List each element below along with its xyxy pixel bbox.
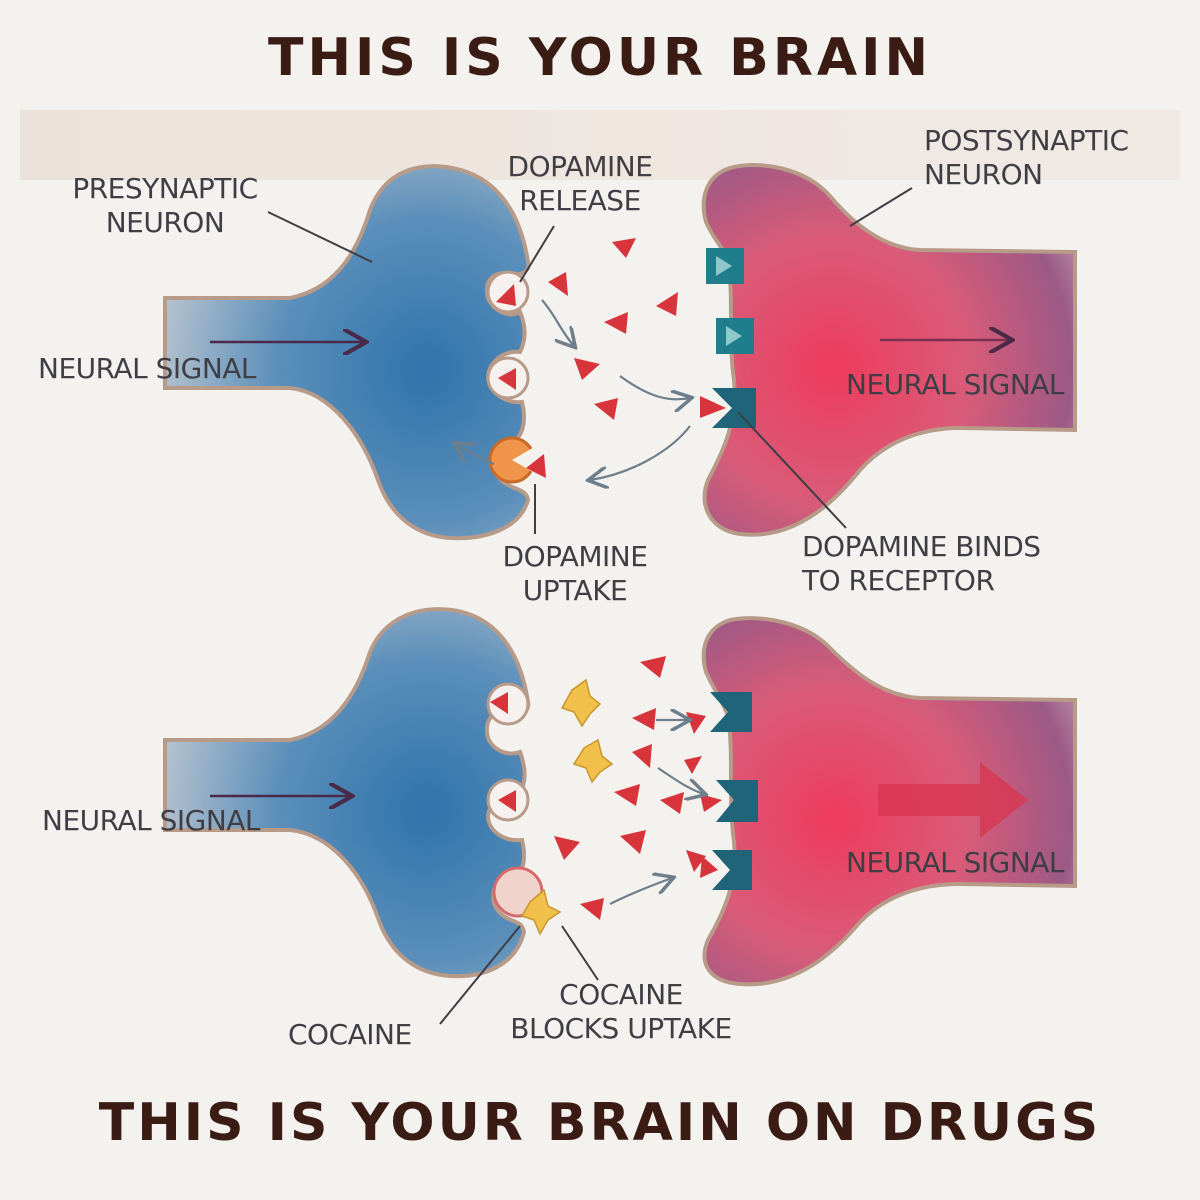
flow-arrows [456,299,690,480]
dopamine-binds-label: DOPAMINE BINDS TO RECEPTOR [802,530,1041,597]
cocaine-label: COCAINE [288,1018,412,1051]
bottom-heading: THIS IS YOUR BRAIN ON DRUGS [98,1093,1102,1153]
dopamine-molecules [496,238,678,478]
bottom-synapse [163,607,1077,1025]
signal-arrows [210,340,1010,342]
top-synapse [163,163,1077,541]
cocaine-blocks-uptake-label: COCAINE BLOCKS UPTAKE [510,978,732,1045]
neural-signal-label-bottom-left: NEURAL SIGNAL [42,804,261,837]
receptor-bound [716,780,758,822]
receptor-bound [710,692,752,732]
neural-signal-label-top-right: NEURAL SIGNAL [846,368,1065,401]
receptor-bound [712,850,752,890]
strong-signal-arrow [878,762,1028,838]
receptor-bound [700,388,756,428]
top-heading: THIS IS YOUR BRAIN [268,28,932,88]
top-band [20,110,1180,180]
dopamine-molecules [490,656,722,920]
postsynaptic-neuron-label: POSTSYNAPTIC NEURON [924,124,1129,191]
neural-signal-label-bottom-right: NEURAL SIGNAL [846,846,1065,879]
neural-signal-label-top-left: NEURAL SIGNAL [38,352,257,385]
postsynaptic-neuron-top [701,163,1077,537]
receptor [716,318,754,354]
presynaptic-neuron-label: PRESYNAPTIC NEURON [72,172,258,239]
flow-arrows [609,720,704,905]
cocaine-molecules [520,678,614,936]
dopamine-uptake-label: DOPAMINE UPTAKE [502,540,648,607]
dopamine-release-label: DOPAMINE RELEASE [507,150,653,217]
presynaptic-neuron-bottom [163,607,531,979]
leader-lines [439,925,599,1025]
receptor [706,248,744,284]
leader-lines [267,187,913,534]
